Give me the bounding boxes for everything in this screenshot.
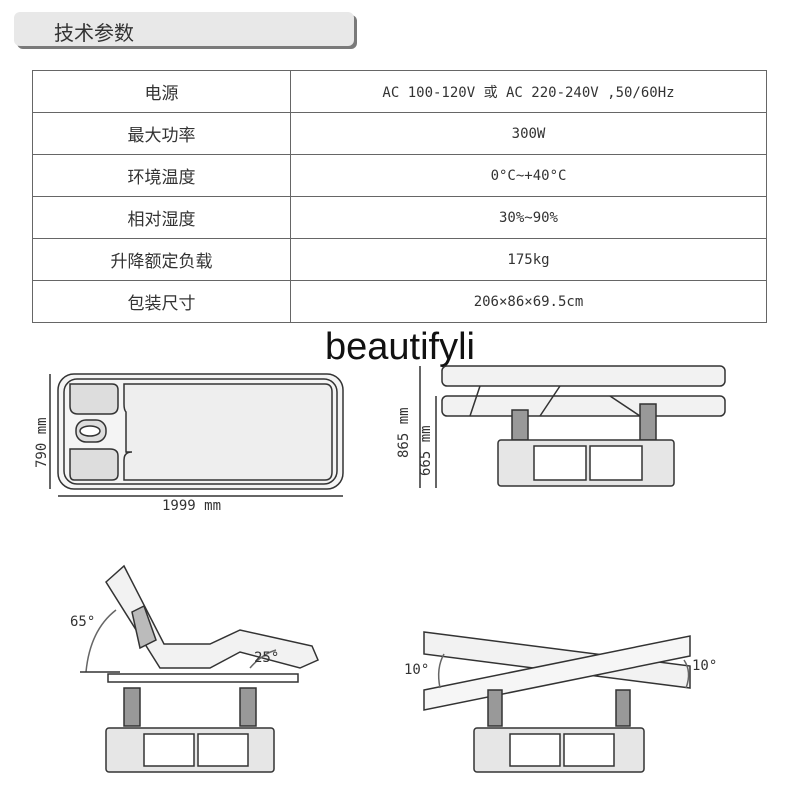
top-view-drawing xyxy=(49,373,344,497)
spec-label: 包装尺寸 xyxy=(32,280,291,323)
spec-table: 电源 AC 100-120V 或 AC 220-240V ,50/60Hz 最大… xyxy=(32,70,767,323)
spec-label: 相对湿度 xyxy=(32,196,291,239)
spec-value: 0°C~+40°C xyxy=(290,154,767,197)
spec-label: 升降额定负载 xyxy=(32,238,291,281)
table-row: 最大功率 300W xyxy=(32,112,767,155)
dimension-top-width: 790 mm xyxy=(34,417,50,468)
section-header-tab: 技术参数 xyxy=(14,12,354,46)
backrest-angle-drawing xyxy=(80,564,319,773)
spec-label: 电源 xyxy=(32,70,291,113)
table-row: 升降额定负载 175kg xyxy=(32,238,767,281)
angle-backrest: 65° xyxy=(70,614,96,630)
side-view-drawing xyxy=(419,365,726,488)
table-row: 环境温度 0°C~+40°C xyxy=(32,154,767,197)
table-row: 相对湿度 30%~90% xyxy=(32,196,767,239)
angle-tilt-left: 10° xyxy=(404,662,430,678)
spec-value: 30%~90% xyxy=(290,196,767,239)
dimension-min-height: 665 mm xyxy=(418,425,434,476)
section-title: 技术参数 xyxy=(54,21,134,45)
table-tilt-angle-drawing xyxy=(423,631,691,773)
angle-leg: 25° xyxy=(254,650,280,666)
table-row: 包装尺寸 206×86×69.5cm xyxy=(32,280,767,323)
watermark-text: beautifyli xyxy=(325,326,475,368)
spec-value: 175kg xyxy=(290,238,767,281)
table-row: 电源 AC 100-120V 或 AC 220-240V ,50/60Hz xyxy=(32,70,767,113)
spec-value: 206×86×69.5cm xyxy=(290,280,767,323)
dimension-top-length: 1999 mm xyxy=(162,498,222,514)
angle-tilt-right: 10° xyxy=(692,658,718,674)
spec-label: 最大功率 xyxy=(32,112,291,155)
dimension-max-height: 865 mm xyxy=(396,407,412,458)
